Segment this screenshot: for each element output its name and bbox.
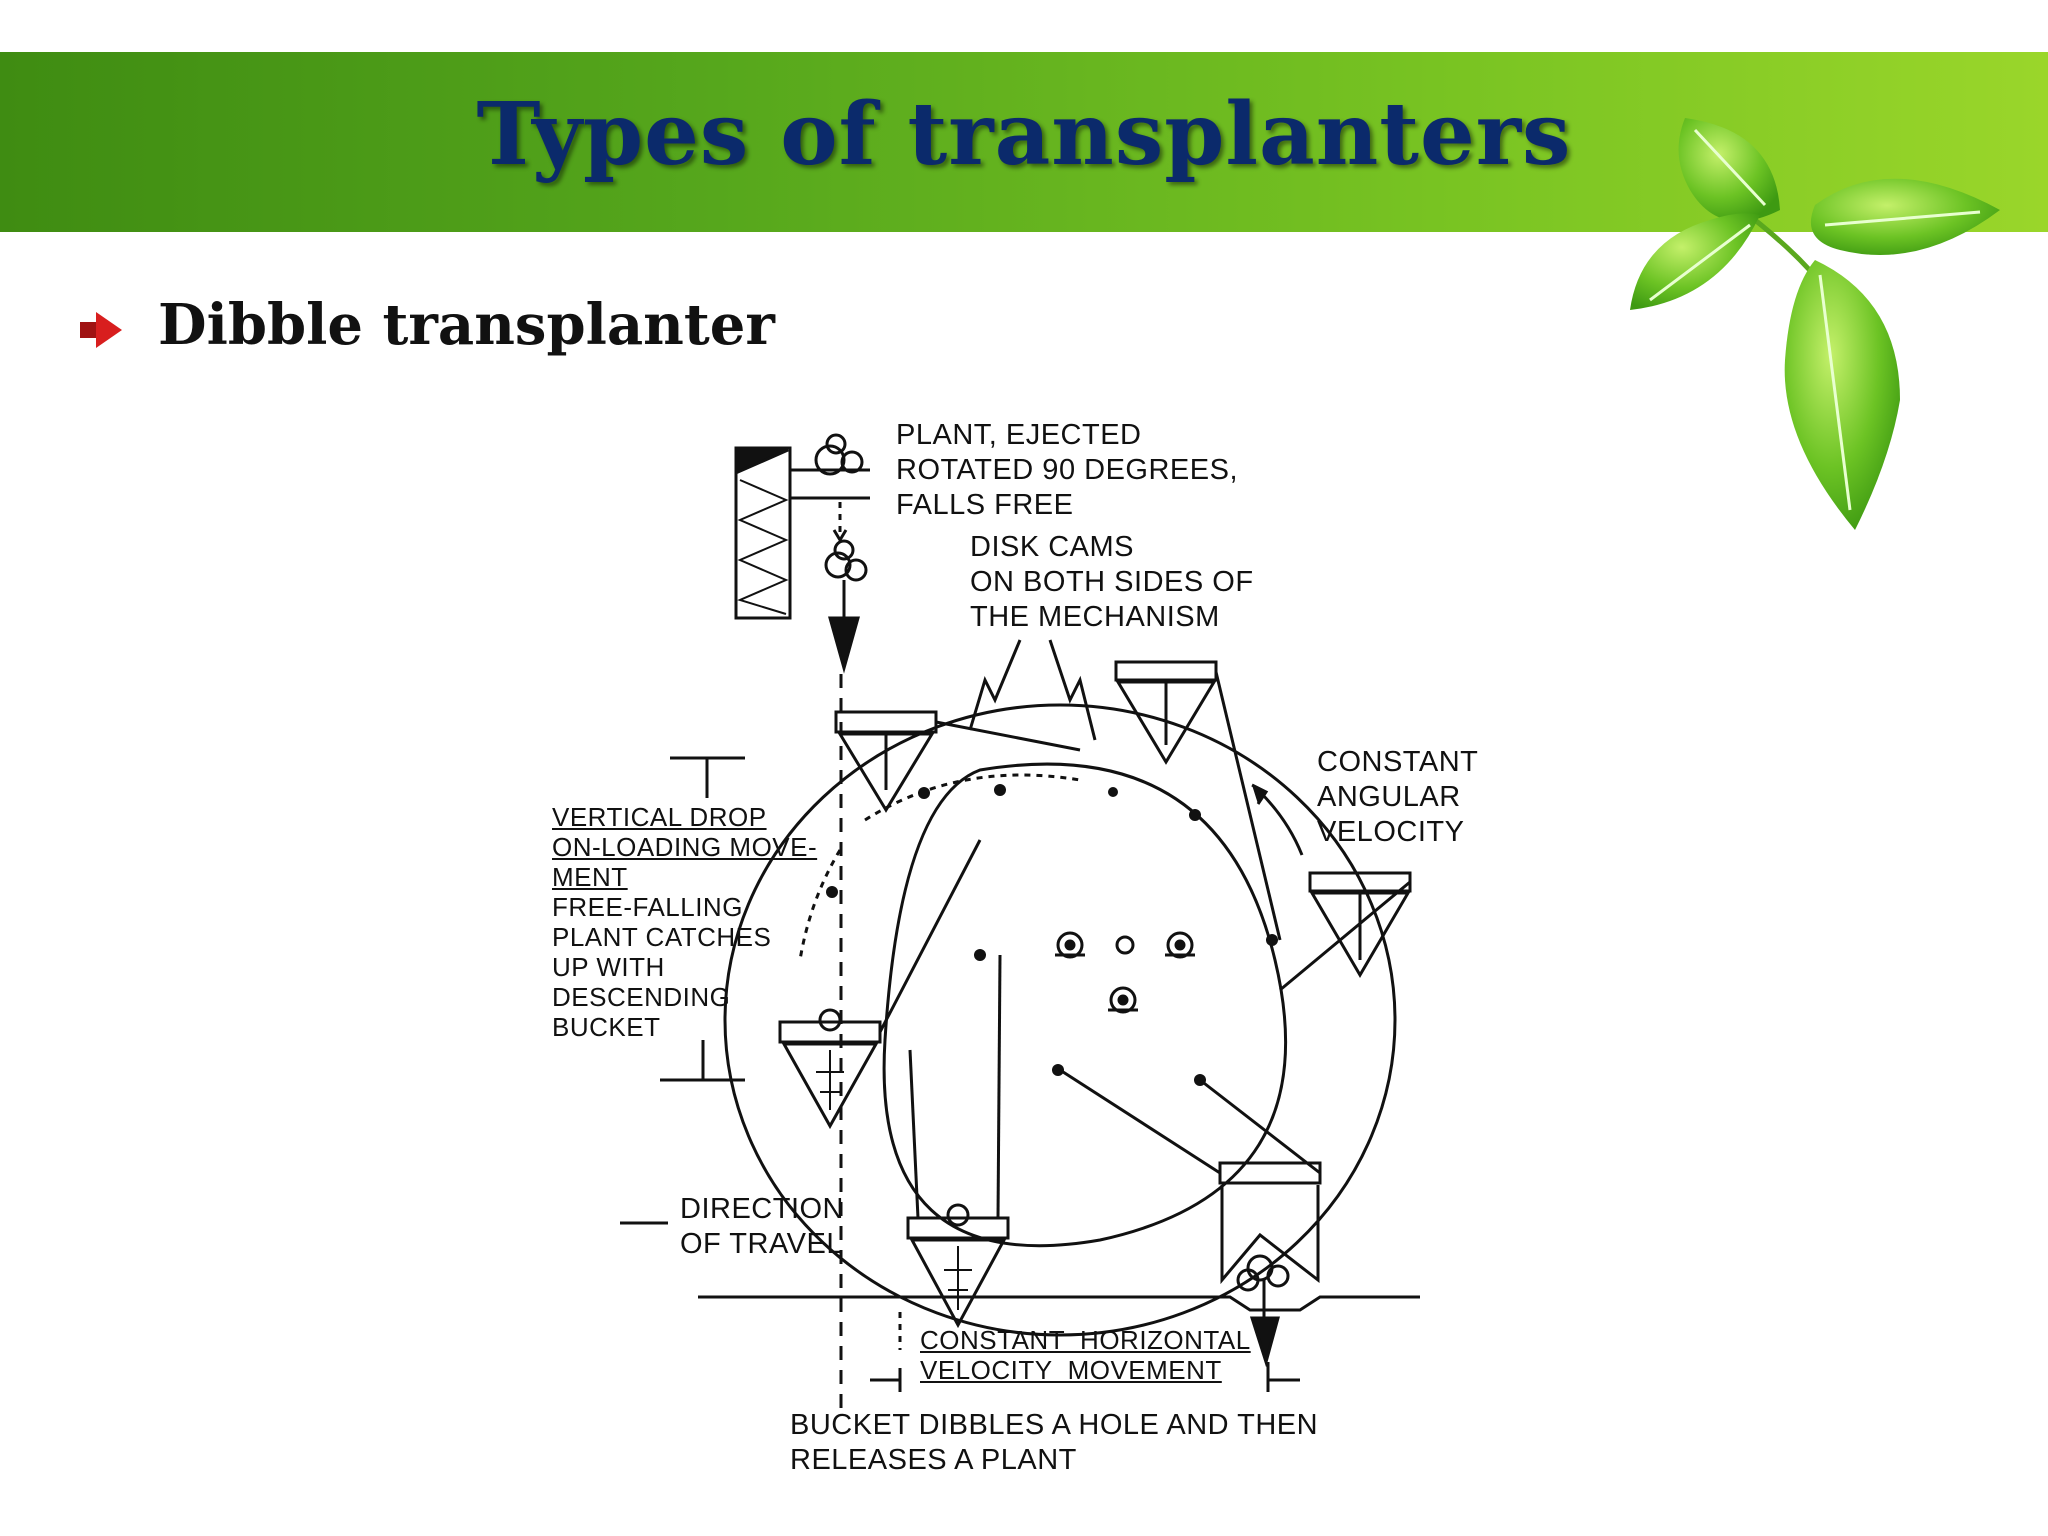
horizontal-movement-bracket	[870, 1312, 1300, 1392]
rotation-arrow	[1258, 790, 1304, 856]
arrow-bullet-icon	[80, 312, 122, 348]
bucket-top-right	[1114, 660, 1282, 941]
planted-plant-icon	[1236, 1254, 1290, 1368]
ejected-plant-icon	[790, 433, 870, 543]
bucket-bottom-right	[1059, 1068, 1322, 1285]
ground-line	[698, 1295, 1420, 1312]
leaf-4	[1784, 260, 1900, 530]
bucket-top-left	[834, 710, 1081, 813]
leaf-1	[1678, 118, 1780, 222]
bucket-left-descending	[778, 839, 982, 1130]
vertical-drop-bracket	[660, 756, 745, 1082]
rotating-disk	[723, 703, 1397, 1337]
hub	[1055, 931, 1195, 1014]
bucket-bottom-center	[906, 954, 1010, 1329]
mechanism-drawing	[620, 433, 1420, 1410]
bullet-text: Dibble transplanter	[158, 292, 775, 358]
falling-plant-icon	[824, 539, 868, 1410]
disk-cam-pointer-left	[968, 639, 1022, 731]
bucket-right	[1279, 871, 1412, 992]
disk-cam-pointer-right	[1048, 639, 1097, 741]
disk-cam-profile	[882, 762, 1288, 1248]
slide-title: Types of transplanters	[476, 84, 1572, 185]
leaf-3	[1630, 213, 1760, 310]
leaves-decoration	[1630, 118, 2000, 530]
plant-magazine	[734, 446, 792, 620]
